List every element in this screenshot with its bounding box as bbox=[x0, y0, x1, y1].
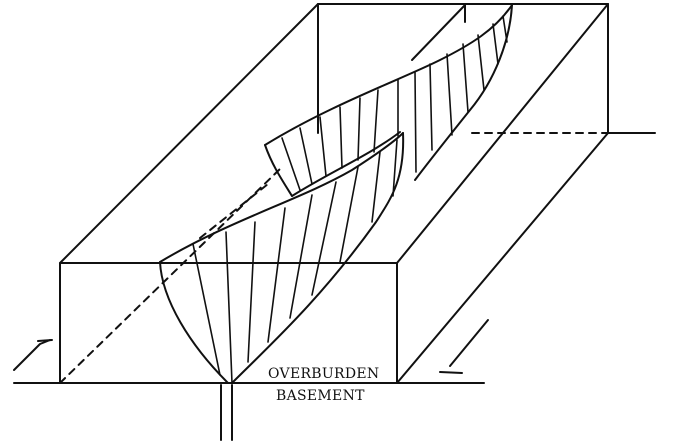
upper-surface-right-edge bbox=[415, 5, 512, 180]
lower-surface-rib-7 bbox=[340, 167, 358, 262]
upper-surface-rib-11 bbox=[463, 44, 468, 112]
upper-surface-rib-13 bbox=[493, 24, 498, 64]
lower-surface-rib-8 bbox=[372, 152, 380, 222]
block-bottom-right-edge bbox=[397, 133, 608, 383]
upper-surface-rib-2 bbox=[300, 128, 312, 184]
upper-surface-rib-8 bbox=[415, 72, 416, 172]
upper-surface-rib-3 bbox=[320, 117, 326, 176]
lower-surface-rib-2 bbox=[226, 232, 232, 383]
lower-surface-rib-5 bbox=[290, 195, 312, 318]
upper-surface-rib-14 bbox=[503, 16, 507, 42]
left-motion-arrow-head bbox=[38, 340, 52, 341]
lower-surface-rib-4 bbox=[268, 208, 285, 342]
block-top-left-edge bbox=[60, 4, 318, 263]
upper-surface-rib-12 bbox=[478, 35, 484, 90]
lower-surface-rib-3 bbox=[248, 222, 255, 362]
upper-surface-rib-10 bbox=[447, 54, 452, 135]
right-motion-arrow bbox=[450, 320, 488, 366]
lower-surface-top-edge bbox=[160, 133, 403, 262]
upper-surface-rib-1 bbox=[282, 138, 300, 190]
lower-fault-surface bbox=[160, 133, 403, 383]
hidden-lower-surface-edge bbox=[200, 184, 268, 238]
upper-surface-top-edge bbox=[265, 5, 512, 145]
upper-surface-rib-6 bbox=[374, 90, 378, 152]
upper-surface-rib-4 bbox=[340, 107, 342, 168]
overburden-label: OVERBURDEN bbox=[268, 366, 379, 382]
left-motion-arrow bbox=[14, 340, 50, 370]
upper-surface-rib-9 bbox=[430, 64, 432, 150]
basement-label: BASEMENT bbox=[276, 388, 365, 404]
upper-surface-rib-5 bbox=[358, 98, 360, 160]
right-motion-arrow-head bbox=[440, 372, 462, 373]
